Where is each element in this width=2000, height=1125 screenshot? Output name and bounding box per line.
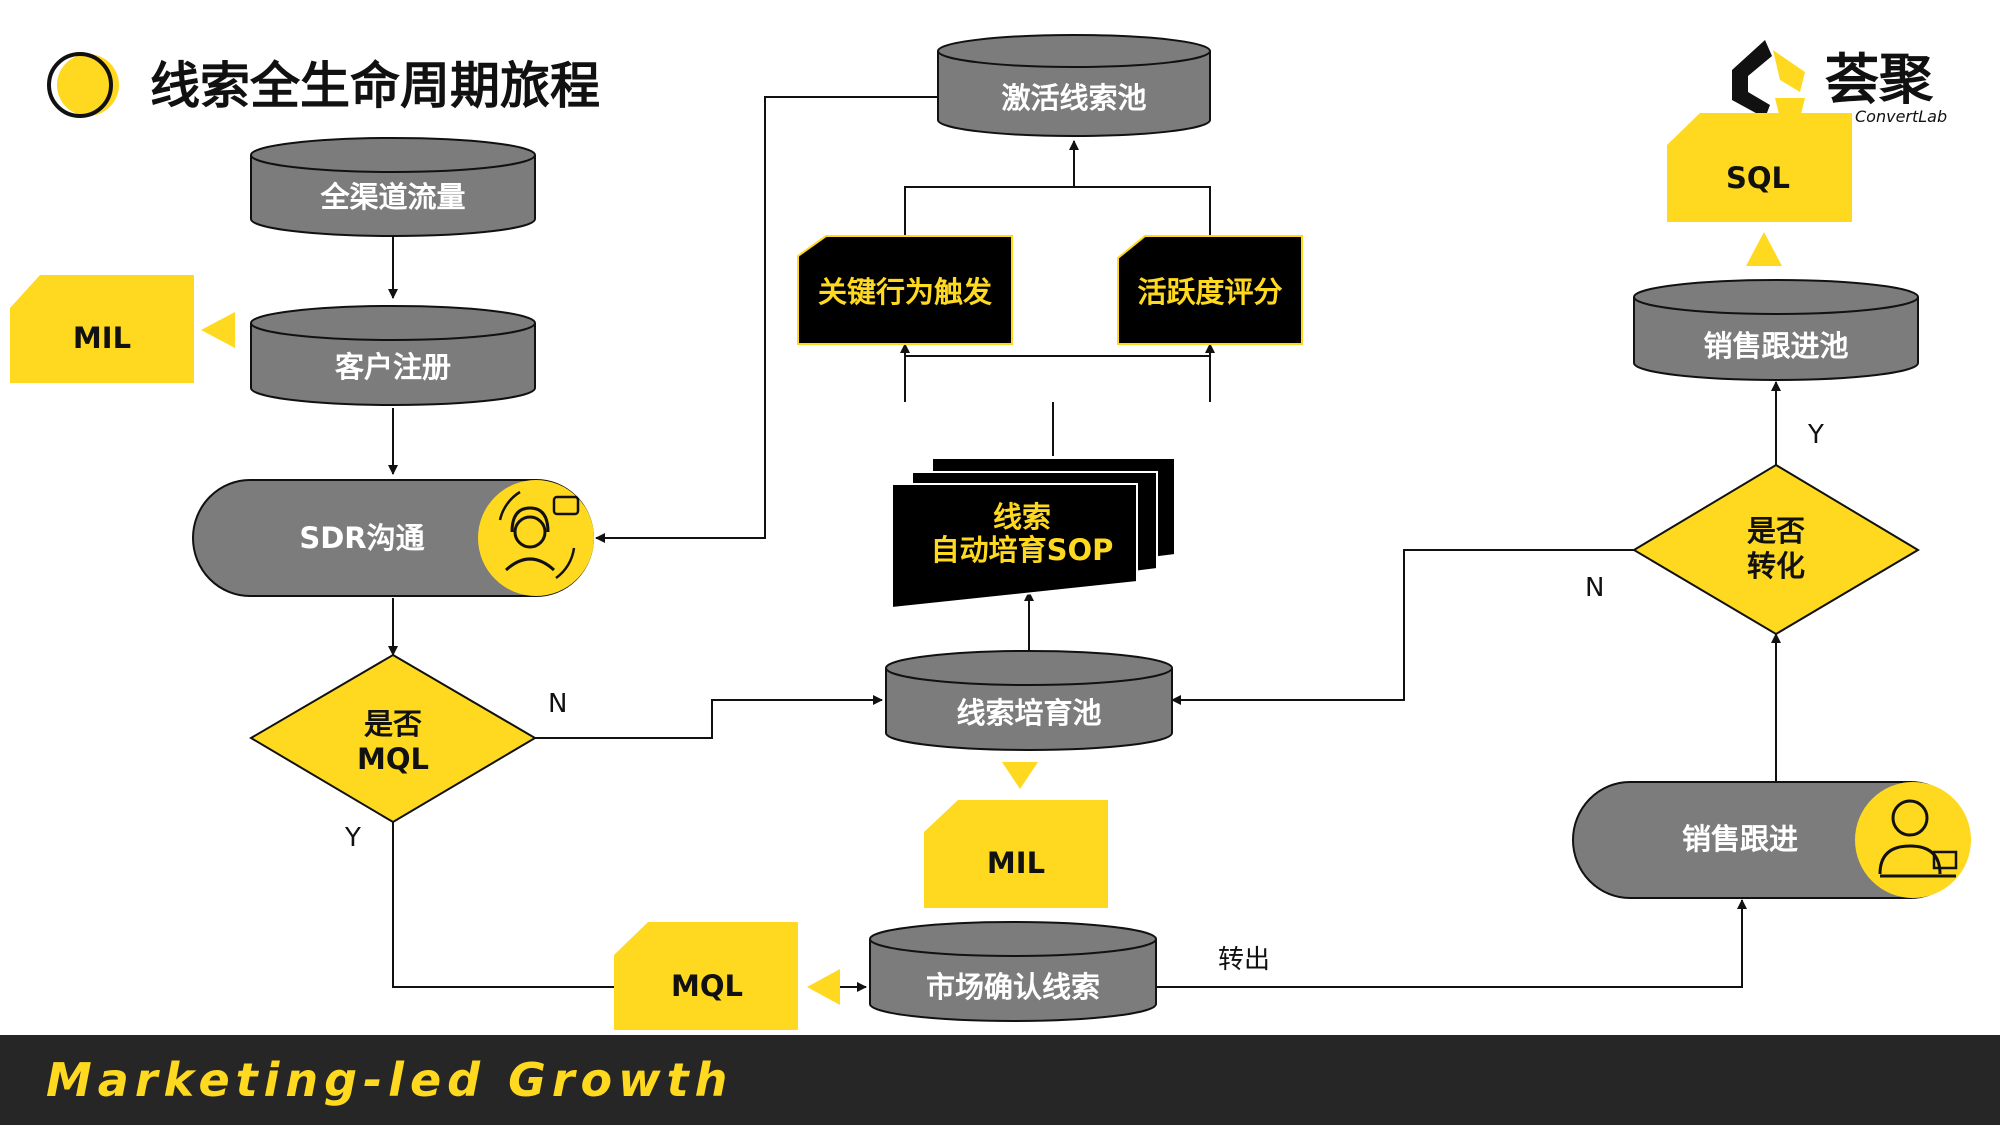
tag-mql: MQL — [614, 922, 840, 1030]
page-title: 线索全生命周期旅程 — [150, 57, 600, 115]
node-sales-follow-label: 销售跟进 — [1682, 822, 1798, 856]
edge-label-convert-yes: Y — [1807, 420, 1824, 450]
node-activate-pool-label: 激活线索池 — [1001, 81, 1146, 115]
node-market-confirm-label: 市场确认线索 — [926, 970, 1100, 1004]
node-register-label: 客户注册 — [335, 350, 451, 384]
edge-label-convert-no: N — [1585, 573, 1604, 603]
node-nurture-pool: 线索培育池 — [885, 650, 1173, 751]
node-key-action-trigger-label: 关键行为触发 — [818, 275, 992, 309]
node-register: 客户注册 — [250, 305, 536, 406]
node-sdr: SDR沟通 — [192, 479, 594, 597]
decision-is-mql-line2: MQL — [357, 742, 429, 776]
node-traffic: 全渠道流量 — [250, 137, 536, 237]
node-sales-pool: 销售跟进池 — [1633, 279, 1919, 381]
edge-sop-split — [904, 355, 1211, 402]
node-nurture-pool-label: 线索培育池 — [956, 696, 1101, 730]
decision-is-convert: 是否 转化 — [1632, 463, 1920, 636]
node-sdr-label: SDR沟通 — [299, 521, 424, 555]
node-market-confirm: 市场确认线索 — [869, 921, 1157, 1022]
footer-slogan: Marketing-led Growth — [46, 1053, 733, 1107]
node-activity-score-label: 活跃度评分 — [1137, 275, 1282, 309]
node-activate-pool: 激活线索池 — [937, 34, 1211, 137]
edge-activate-sdr — [595, 96, 938, 543]
tag-sql-label: SQL — [1726, 161, 1790, 195]
edge-convert-no-nurture — [1171, 549, 1634, 705]
edge-label-transfer-out: 转出 — [1218, 945, 1270, 975]
decision-is-mql: 是否 MQL — [249, 653, 537, 824]
tag-mil-left: MIL — [10, 275, 235, 383]
tag-mil-left-label: MIL — [73, 321, 131, 355]
headset-agent-icon — [478, 480, 594, 596]
footer-bar: Marketing-led Growth — [0, 1035, 2000, 1125]
decision-is-mql-line1: 是否 — [364, 707, 422, 741]
node-activity-score: 活跃度评分 — [1117, 235, 1303, 345]
edge-mql-no-nurture — [535, 695, 883, 739]
brand-name: 荟聚 — [1825, 48, 1934, 111]
decision-is-convert-line1: 是否 — [1747, 514, 1805, 548]
salesperson-icon — [1855, 782, 1971, 898]
tag-mil-center-label: MIL — [987, 846, 1045, 880]
edge-label-mql-yes: Y — [344, 823, 361, 853]
tag-mql-label: MQL — [671, 969, 743, 1003]
node-sales-follow: 销售跟进 — [1572, 781, 1971, 899]
node-nurture-sop-line2: 自动培育SOP — [931, 533, 1114, 567]
logo-mark-icon — [1732, 40, 1805, 118]
node-nurture-sop-line1: 线索 — [993, 500, 1051, 534]
decision-is-convert-line2: 转化 — [1747, 549, 1805, 583]
node-sales-pool-label: 销售跟进池 — [1703, 329, 1848, 363]
tag-mil-center: MIL — [924, 762, 1108, 908]
tag-sql: SQL — [1667, 113, 1852, 266]
node-nurture-sop: 线索 自动培育SOP — [891, 457, 1176, 610]
node-key-action-trigger: 关键行为触发 — [797, 235, 1013, 345]
connectors — [388, 96, 1781, 992]
edge-trigger-branch — [904, 186, 1211, 236]
brand-subtitle: ConvertLab — [1855, 107, 1947, 126]
edge-label-mql-no: N — [548, 689, 567, 719]
title-circle-icon — [47, 52, 119, 118]
edge-confirm-sales — [1156, 899, 1747, 988]
node-traffic-label: 全渠道流量 — [319, 180, 465, 214]
edge-mql-yes-confirm — [392, 822, 620, 988]
